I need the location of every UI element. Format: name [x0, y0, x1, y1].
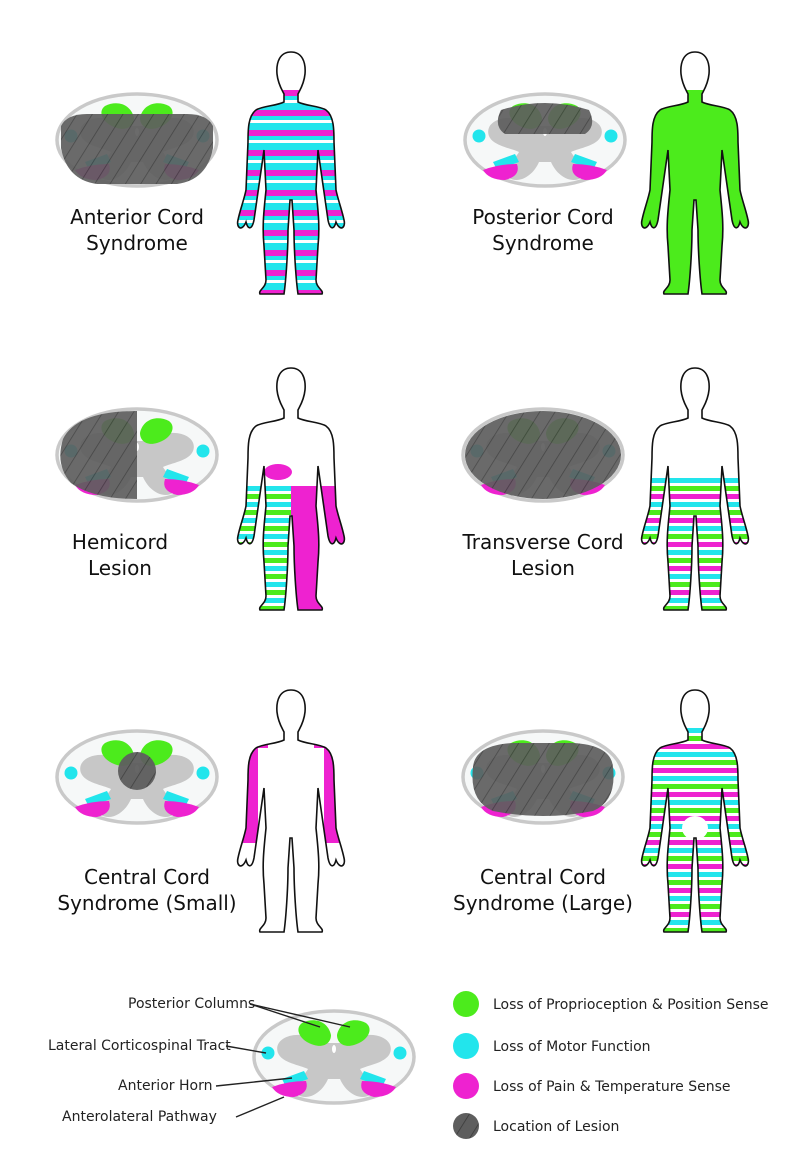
cyan-dot-icon — [453, 1033, 479, 1059]
panel-title-line2: Lesion — [88, 556, 152, 580]
green-dot-icon — [453, 991, 479, 1017]
legend-item: Loss of Proprioception & Position Sense — [453, 991, 768, 1017]
cord-cross-section — [55, 407, 219, 503]
label-anterolateral-pathway: Anterolateral Pathway — [62, 1109, 217, 1125]
panel-title-line1: Central Cord — [480, 865, 606, 889]
legend-label: Loss of Motor Function — [493, 1039, 651, 1055]
body-figure — [236, 367, 346, 611]
legend-item: Loss of Pain & Temperature Sense — [453, 1073, 731, 1099]
cord-cross-section — [55, 729, 219, 825]
panel-transverse: Transverse Cord Lesion — [461, 367, 750, 611]
label-anterior-horn: Anterior Horn — [118, 1078, 212, 1094]
pointer-line — [215, 1077, 293, 1087]
panel-title-line1: Anterior Cord — [70, 205, 204, 229]
pointer-line — [249, 1003, 321, 1028]
legend-item: Loss of Motor Function — [453, 1033, 651, 1059]
lesion-area — [472, 743, 614, 816]
legend-item: Location of Lesion — [453, 1113, 619, 1139]
pointer-line — [235, 1096, 285, 1118]
panel-title-line2: Syndrome (Large) — [453, 891, 633, 915]
panel-title-line2: Lesion — [511, 556, 575, 580]
lesion-area — [118, 752, 156, 790]
body-figure — [236, 689, 346, 933]
cord-cross-section — [461, 407, 625, 503]
body-figure — [236, 51, 346, 295]
panel-title-line1: Posterior Cord — [472, 205, 614, 229]
pointer-line — [225, 1045, 267, 1054]
lesion-area — [60, 411, 137, 499]
panel-hemicord: Hemicord Lesion — [55, 367, 346, 611]
label-posterior-columns: Posterior Columns — [128, 996, 255, 1012]
cord-cross-section — [252, 1009, 416, 1105]
cord-cross-section — [461, 729, 625, 825]
legend-label: Loss of Pain & Temperature Sense — [493, 1079, 731, 1095]
anatomy-key: Posterior Columns Lateral Corticospinal … — [48, 996, 416, 1125]
panel-posterior-cord: Posterior Cord Syndrome — [463, 51, 750, 295]
panel-title-line2: Syndrome — [492, 231, 594, 255]
legend-label: Location of Lesion — [493, 1119, 619, 1135]
lesion-hatch-icon — [453, 1113, 479, 1139]
lesion-area — [61, 114, 213, 184]
panel-title-line1: Transverse Cord — [461, 530, 623, 554]
body-figure — [640, 367, 750, 611]
panel-title-line1: Central Cord — [84, 865, 210, 889]
cord-cross-section — [55, 92, 219, 188]
body-figure — [640, 51, 750, 295]
panel-title-line2: Syndrome (Small) — [57, 891, 236, 915]
lesion-area — [465, 411, 621, 499]
label-lateral-corticospinal: Lateral Corticospinal Tract — [48, 1038, 231, 1054]
pointer-line — [249, 1003, 351, 1028]
cord-cross-section — [463, 92, 627, 188]
panel-central-small: Central Cord Syndrome (Small) — [55, 689, 346, 933]
magenta-dot-icon — [453, 1073, 479, 1099]
legend-label: Loss of Proprioception & Position Sense — [493, 997, 768, 1013]
lesion-area — [497, 103, 593, 134]
panel-central-large: Central Cord Syndrome (Large) — [453, 689, 750, 933]
panel-title-line1: Hemicord — [72, 530, 168, 554]
body-figure — [640, 689, 750, 933]
panel-anterior-cord: Anterior Cord Syndrome — [55, 51, 346, 295]
panel-title-line2: Syndrome — [86, 231, 188, 255]
legend: Loss of Proprioception & Position Sense … — [453, 991, 768, 1139]
